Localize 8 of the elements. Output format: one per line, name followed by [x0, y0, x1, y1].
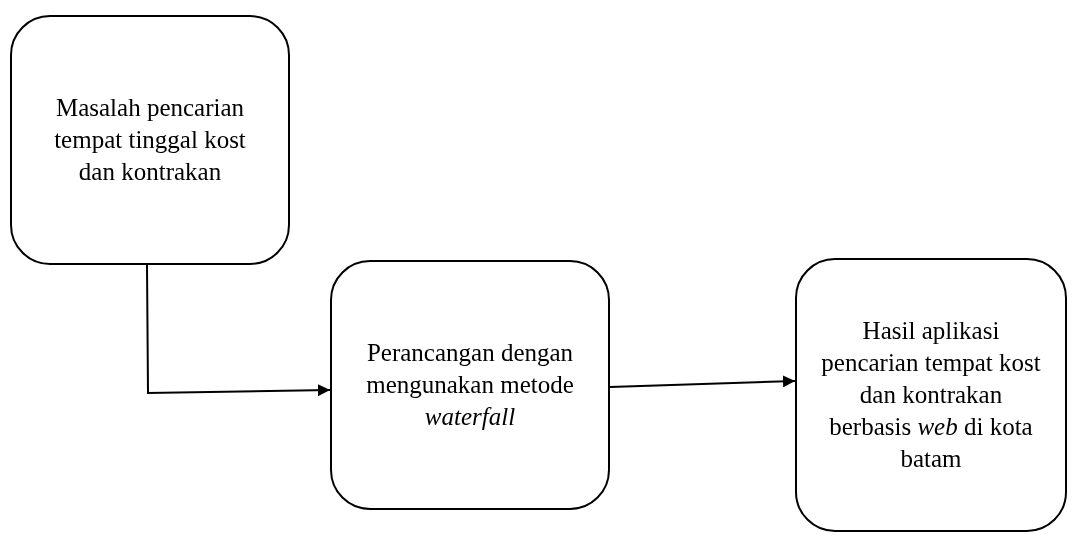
process-box	[330, 260, 610, 510]
arrow	[609, 375, 796, 388]
process-box	[795, 258, 1067, 532]
box-text: Masalah pencarian tempat tinggal kost dan kontrakan	[53, 93, 247, 187]
process-box	[10, 15, 290, 265]
arrow	[146, 264, 331, 397]
box-text: Hasil aplikasi pencarian tempat kost dan kontrakan berbasis web di kota batam	[821, 316, 1041, 474]
box-text: Perancangan dengan mengunakan metode waterfall	[365, 338, 575, 432]
